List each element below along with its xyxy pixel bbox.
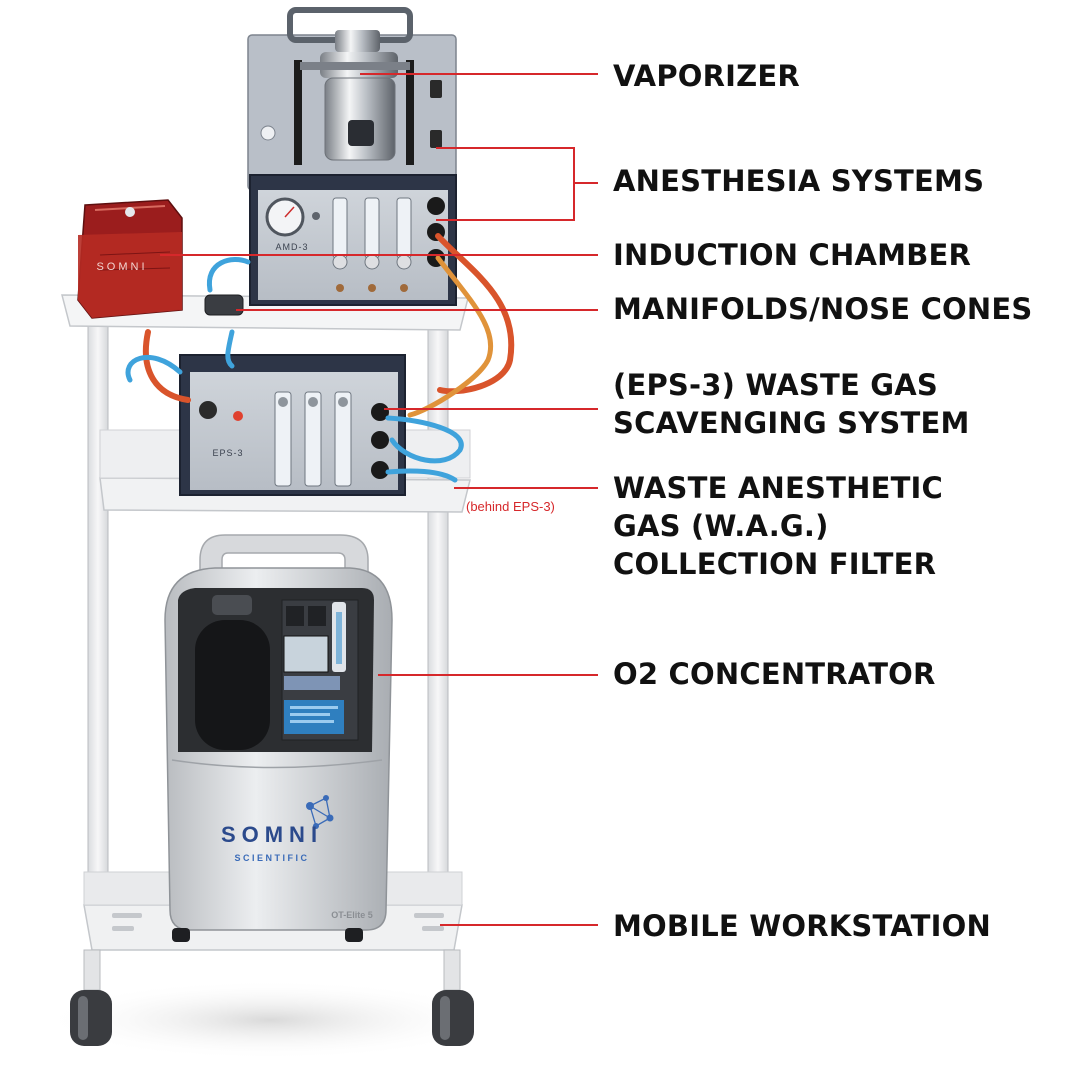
brand-name: SOMNI — [221, 822, 323, 847]
note-behind-eps3: (behind EPS-3) — [466, 499, 555, 514]
brand-subtitle: SCIENTIFIC — [234, 853, 309, 863]
label-o2-concentrator: O2 CONCENTRATOR — [613, 657, 936, 691]
label-mobile-workstation: MOBILE WORKSTATION — [613, 909, 991, 943]
anesthesia-system-unit: AMD-3 — [247, 7, 457, 306]
label-induction-chamber: INDUCTION CHAMBER — [613, 238, 972, 272]
concentrator-model: OT-Elite 5 — [331, 910, 373, 920]
amd3-device-label: AMD-3 — [275, 242, 308, 252]
somni-logo-mark — [306, 795, 334, 829]
eps3-device-label: EPS-3 — [212, 448, 243, 458]
chamber-brand-name: SOMNI — [96, 261, 147, 273]
induction-chamber-unit: SOMNI — [77, 199, 183, 319]
o2-concentrator-unit: SOMNI SCIENTIFIC OT-Elite 5 — [164, 534, 393, 942]
eps3-scavenging-unit: EPS-3 — [179, 354, 406, 496]
vaporizer-unit — [300, 30, 410, 161]
label-eps3-scavenging-system: (EPS-3) WASTE GAS SCAVENGING SYSTEM — [613, 368, 970, 440]
leader-lines — [160, 73, 598, 926]
tubing — [125, 233, 515, 483]
manifold-nose-cone — [204, 294, 244, 316]
label-manifolds-nose-cones: MANIFOLDS/NOSE CONES — [613, 292, 1033, 326]
label-vaporizer: VAPORIZER — [613, 59, 800, 93]
floor-shadow — [40, 980, 500, 1060]
label-wag-collection-filter: WASTE ANESTHETIC GAS (W.A.G.) COLLECTION… — [613, 471, 944, 581]
label-anesthesia-systems: ANESTHESIA SYSTEMS — [613, 164, 985, 198]
